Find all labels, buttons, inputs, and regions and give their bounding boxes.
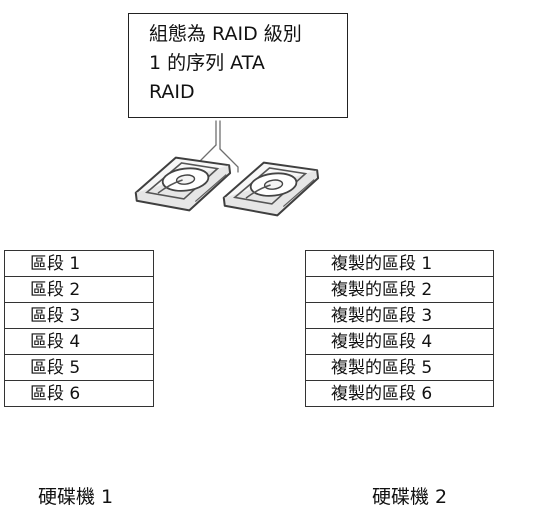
right-connector-line	[219, 148, 239, 173]
raid-description-line-2: 1 的序列 ATA	[149, 52, 265, 74]
disk-2-replicated-segment-5: 複製的區段 5	[305, 354, 494, 381]
disk-2-segment-row-2: 複製的區段 2	[305, 276, 494, 303]
mirrored-drives-illustration	[134, 120, 320, 217]
disk-2-replicated-segment-3: 複製的區段 3	[305, 302, 494, 329]
disk-1-segment-3: 區段 3	[4, 302, 154, 329]
disk-1-segment-row-2: 區段 2	[4, 276, 154, 303]
raid-description-line-1: 組態為 RAID 級別	[149, 23, 302, 45]
hard-drive-icon	[222, 161, 320, 217]
disk-2-replicated-segment-1: 複製的區段 1	[305, 250, 494, 277]
disk-2-replicated-segment-6: 複製的區段 6	[305, 380, 494, 407]
disk-2-segment-row-5: 複製的區段 5	[305, 354, 494, 381]
disk-2-replicated-segment-2: 複製的區段 2	[305, 276, 494, 303]
disk-1-segment-table: 區段 1 區段 2 區段 3 區段 4 區段 5 區段 6	[4, 250, 154, 407]
disk-2-segment-row-4: 複製的區段 4	[305, 328, 494, 355]
hard-drive-icon	[134, 156, 232, 212]
disk-1-segment-1: 區段 1	[4, 250, 154, 277]
disk-1-segment-5: 區段 5	[4, 354, 154, 381]
raid-description-box: 組態為 RAID 級別 1 的序列 ATA RAID	[128, 13, 348, 118]
disk-2-segment-row-3: 複製的區段 3	[305, 302, 494, 329]
disk-2-segment-row-1: 複製的區段 1	[305, 250, 494, 277]
hard-drive-2-label: 硬碟機 2	[372, 486, 448, 508]
disk-2-replicated-segment-table: 複製的區段 1 複製的區段 2 複製的區段 3 複製的區段 4 複製的區段 5 …	[305, 250, 494, 407]
disk-2-segment-row-6: 複製的區段 6	[305, 380, 494, 407]
disk-1-segment-row-6: 區段 6	[4, 380, 154, 407]
disk-1-segment-4: 區段 4	[4, 328, 154, 355]
raid-description-line-3: RAID	[149, 81, 195, 103]
disk-1-segment-row-5: 區段 5	[4, 354, 154, 381]
disk-1-segment-2: 區段 2	[4, 276, 154, 303]
disk-1-segment-row-1: 區段 1	[4, 250, 154, 277]
disk-1-segment-row-4: 區段 4	[4, 328, 154, 355]
disk-2-replicated-segment-4: 複製的區段 4	[305, 328, 494, 355]
hard-drive-1-label: 硬碟機 1	[38, 486, 114, 508]
disk-1-segment-row-3: 區段 3	[4, 302, 154, 329]
disk-1-segment-6: 區段 6	[4, 380, 154, 407]
